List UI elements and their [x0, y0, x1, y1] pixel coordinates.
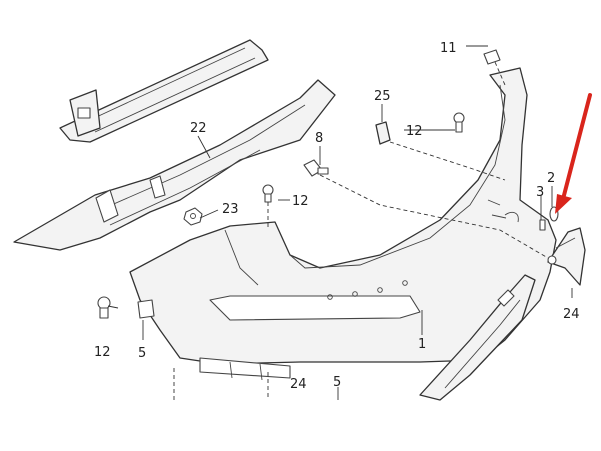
- callout-12-top: 12: [406, 124, 423, 139]
- leader-lines: [107, 45, 573, 400]
- part-25-bracket: [375, 121, 391, 145]
- callout-12-left: 12: [94, 345, 111, 360]
- callout-3: 3: [536, 185, 544, 200]
- callout-1: 1: [418, 337, 426, 352]
- part-3-screw: [539, 219, 546, 231]
- callout-11: 11: [440, 41, 457, 56]
- callout-8: 8: [315, 131, 323, 146]
- bumper-reinforcement-beam: [59, 39, 269, 143]
- callout-labels: 1 2 3 5 5 8 11 12 12 12 22 23 24 24 25: [94, 41, 580, 392]
- callout-24-right: 24: [563, 307, 580, 322]
- callout-12-middle: 12: [292, 194, 309, 209]
- callout-2: 2: [547, 171, 555, 186]
- callout-22: 22: [190, 121, 207, 136]
- callout-24-bottom: 24: [290, 377, 307, 392]
- part-12-bolt-mid: [262, 184, 274, 203]
- callout-5-bottom: 5: [333, 375, 341, 390]
- part-11-clip: [483, 49, 501, 65]
- callout-25: 25: [374, 89, 391, 104]
- part-8-stud: [303, 159, 329, 177]
- rear-bumper-cover: [129, 67, 557, 381]
- side-trim-piece: [547, 227, 586, 286]
- part-12-bolt-top: [453, 112, 465, 133]
- part-5-clip: [137, 299, 155, 319]
- highlight-arrow: [555, 93, 592, 214]
- lower-trim-strip: [419, 274, 536, 401]
- callout-5-left: 5: [138, 346, 146, 361]
- part-12-bolt-left: [97, 296, 111, 319]
- callout-23: 23: [222, 202, 239, 217]
- energy-absorber-bracket: [13, 79, 336, 251]
- part-23-nut: [183, 207, 203, 226]
